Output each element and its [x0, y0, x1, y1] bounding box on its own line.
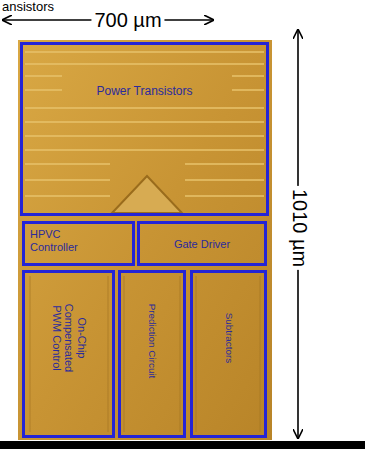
chevron-pattern [112, 176, 182, 213]
block-label: HPVC Controller [30, 228, 102, 253]
circuit-block: Subtractors [190, 270, 267, 438]
block-label: On-Chip Compensated PWM Control [50, 298, 88, 378]
circuit-block: Power Transistors [20, 42, 269, 216]
block-label: Subtractors [223, 268, 234, 408]
bottom-bar [0, 441, 365, 449]
die-body [18, 40, 272, 440]
block-label: Prediction Circuit [146, 271, 157, 411]
circuit-block: On-Chip Compensated PWM Control [22, 270, 115, 438]
block-label: Gate Driver [147, 238, 257, 251]
circuit-block: HPVC Controller [22, 221, 135, 266]
dimension-label: 1010 µm [289, 186, 311, 270]
block-label: Power Transistors [45, 85, 245, 99]
transistor-fingers [25, 52, 264, 196]
circuit-block: Gate Driver [137, 221, 267, 266]
dimension-label: 700 µm [91, 9, 164, 31]
cut-off-caption: ansistors [2, 0, 54, 14]
circuit-block: Prediction Circuit [118, 270, 186, 438]
